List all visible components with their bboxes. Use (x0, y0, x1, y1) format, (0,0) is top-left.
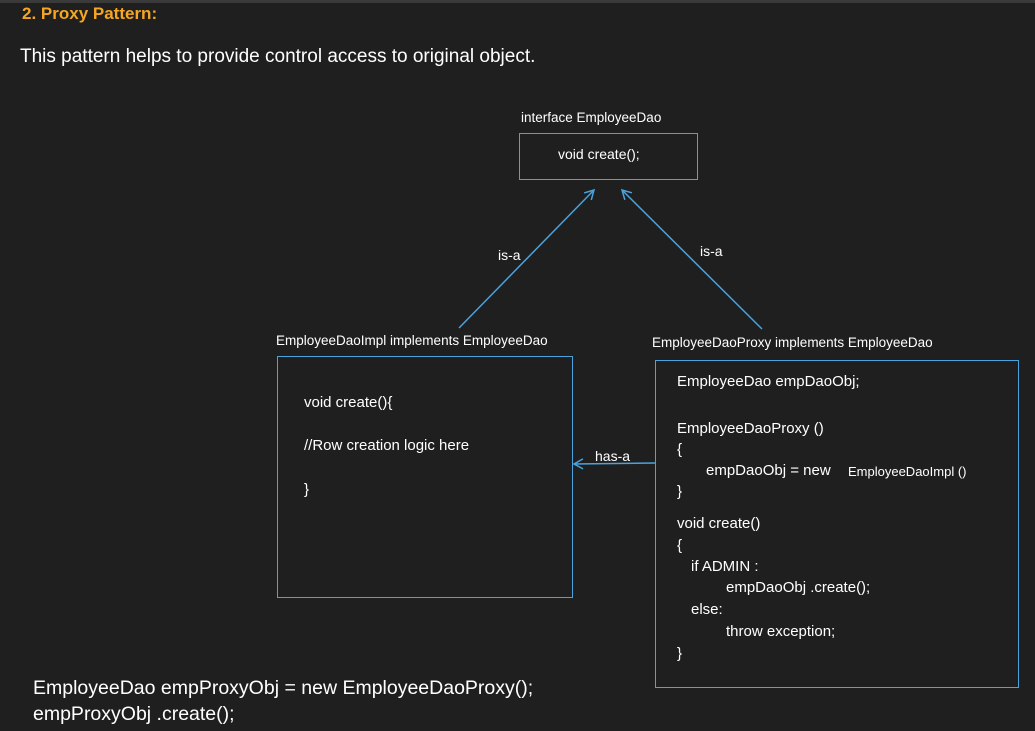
proxy-line: EmployeeDaoProxy () (677, 420, 824, 437)
proxy-line: if ADMIN : (691, 558, 759, 575)
proxy-box: EmployeeDao empDaoObj; EmployeeDaoProxy … (655, 360, 1019, 688)
interface-box: void create(); (519, 133, 698, 180)
proxy-line: { (677, 441, 683, 458)
usage-line: EmployeeDao empProxyObj = new EmployeeDa… (33, 677, 534, 699)
impl-title: EmployeeDaoImpl implements EmployeeDao (276, 333, 548, 348)
proxy-line: } (677, 483, 683, 500)
proxy-title: EmployeeDaoProxy implements EmployeeDao (652, 335, 933, 350)
proxy-line: else: (691, 601, 723, 618)
proxy-line: EmployeeDaoImpl () (848, 464, 967, 479)
proxy-line: empDaoObj .create(); (726, 579, 871, 596)
is-a-left-arrow (458, 188, 596, 329)
impl-box: void create(){ //Row creation logic here… (277, 356, 573, 598)
impl-line: //Row creation logic here (304, 437, 470, 454)
top-divider (0, 0, 1035, 3)
interface-title: interface EmployeeDao (521, 110, 662, 125)
intro-text: This pattern helps to provide control ac… (20, 46, 536, 67)
has-a-label: has-a (595, 448, 631, 464)
is-a-left-label: is-a (498, 247, 521, 263)
proxy-line: { (677, 537, 683, 554)
proxy-line: } (677, 645, 683, 662)
proxy-line: void create() (677, 515, 761, 532)
usage-line: empProxyObj .create(); (33, 703, 235, 725)
proxy-line: empDaoObj = new (706, 462, 831, 479)
impl-line: void create(){ (304, 394, 393, 411)
impl-line: } (304, 481, 310, 498)
section-heading: 2. Proxy Pattern: (22, 4, 158, 23)
is-a-right-arrow (620, 188, 763, 330)
proxy-line: throw exception; (726, 623, 836, 640)
proxy-line: EmployeeDao empDaoObj; (677, 373, 860, 390)
interface-method: void create(); (558, 146, 640, 162)
is-a-right-label: is-a (700, 243, 723, 259)
